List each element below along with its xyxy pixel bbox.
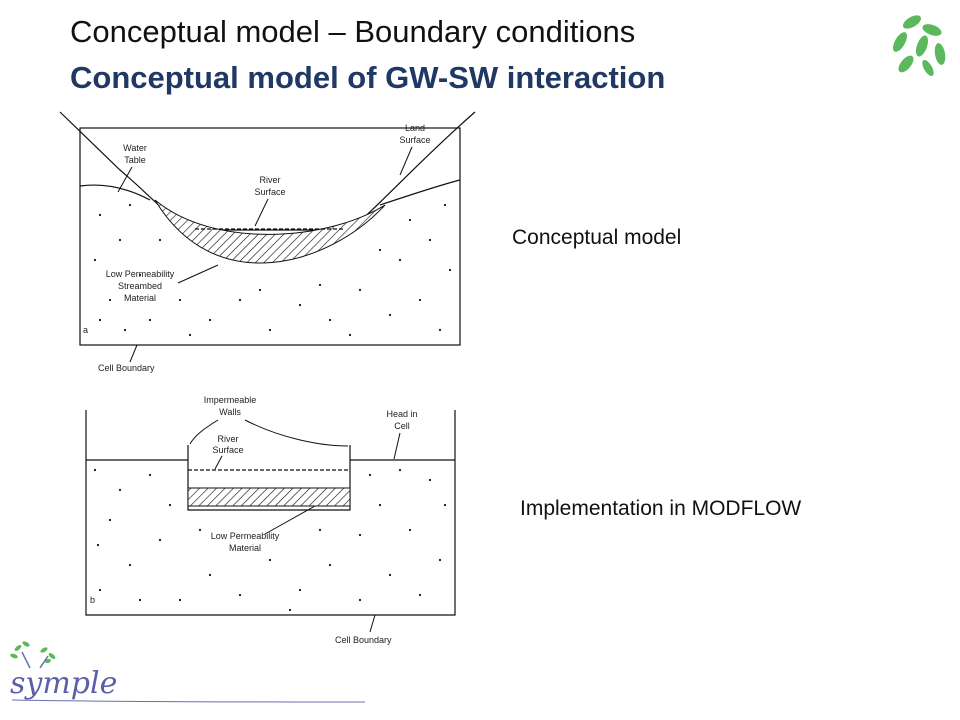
land-surface-label-2: Surface (399, 135, 430, 145)
streambed-label-3: Material (124, 293, 156, 303)
implementation-label: Implementation in MODFLOW (520, 497, 802, 520)
symple-tree-icon (10, 641, 56, 664)
streambed-material (154, 199, 386, 264)
material-label-1: Low Permeability (211, 531, 280, 541)
cell-boundary-label-b: Cell Boundary (335, 635, 392, 645)
slide-title: Conceptual model – Boundary conditions (70, 14, 636, 49)
low-permeability-layer (187, 487, 351, 507)
cell-boundary-box-a (79, 127, 461, 346)
water-table-label-2: Table (124, 155, 146, 165)
slide-subtitle: Conceptual model of GW-SW interaction (70, 60, 666, 95)
symple-brand-text: symple (10, 666, 117, 701)
river-surface-label-b-2: Surface (212, 445, 243, 455)
panel-letter-b: b (90, 595, 95, 605)
river-surface-label-a-1: River (259, 175, 280, 185)
diagram-a: Land Surface Water Table River Surface L… (59, 111, 476, 373)
streambed-label-2: Streambed (118, 281, 162, 291)
cell-boundary-box-b (85, 410, 456, 616)
symple-logo: symple (10, 641, 366, 703)
panel-letter-a: a (83, 325, 88, 335)
water-table-line (79, 179, 461, 206)
conceptual-model-label: Conceptual model (512, 226, 682, 249)
walls-label-1: Impermeable (204, 395, 257, 405)
walls-label-2: Walls (219, 407, 241, 417)
river-surface-label-b-1: River (217, 434, 238, 444)
river-surface-label-a-2: Surface (254, 187, 285, 197)
head-in-cell-label-2: Cell (394, 421, 410, 431)
material-label-2: Material (229, 543, 261, 553)
cell-boundary-label-a: Cell Boundary (98, 363, 155, 373)
streambed-label-1: Low Permeability (106, 269, 175, 279)
impermeable-walls (187, 445, 351, 511)
land-surface-label-1: Land (405, 123, 425, 133)
head-in-cell-label-1: Head in (386, 409, 417, 419)
water-table-label-1: Water (123, 143, 147, 153)
diagram-b: Impermeable Walls River Surface Head in … (85, 395, 456, 645)
leaf-logo-icon (893, 15, 946, 77)
